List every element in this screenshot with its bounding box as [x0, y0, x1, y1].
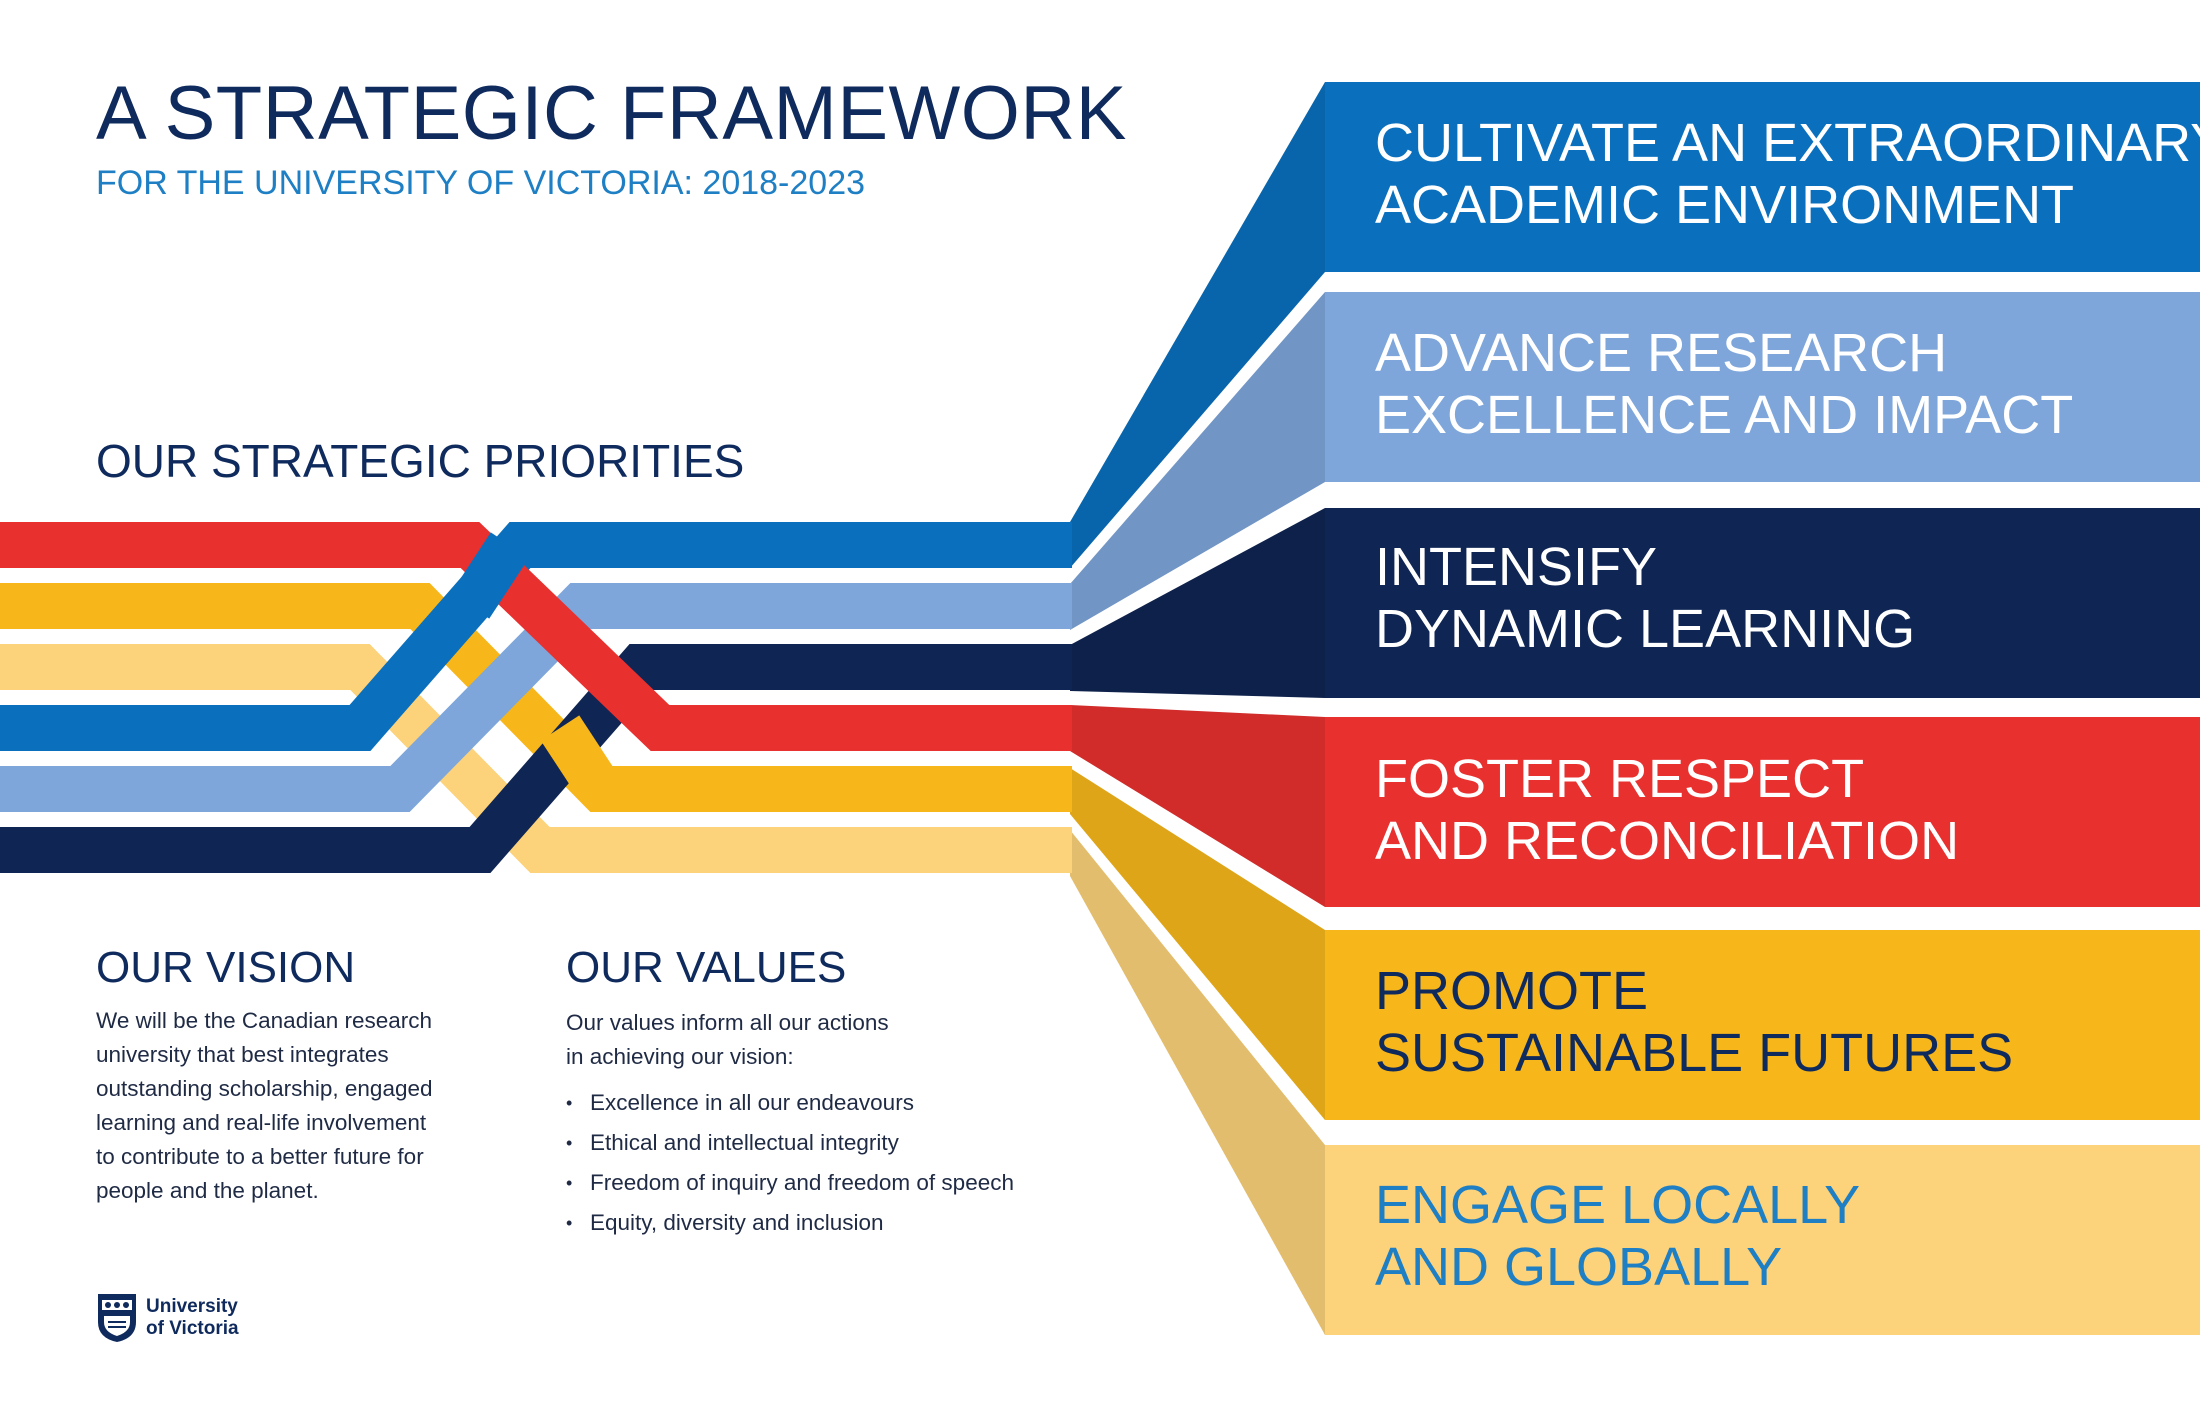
- value-item: Ethical and intellectual integrity: [566, 1123, 1014, 1163]
- vision-text: We will be the Canadian research univers…: [96, 1004, 433, 1208]
- wedge-connectors: [1070, 82, 1325, 1335]
- vision-line: people and the planet.: [96, 1178, 319, 1203]
- vision-line: We will be the Canadian research: [96, 1008, 433, 1033]
- value-item: Excellence in all our endeavours: [566, 1083, 1014, 1123]
- values-intro-line: in achieving our vision:: [566, 1044, 794, 1069]
- vision-heading: OUR VISION: [96, 943, 356, 992]
- values-list: Excellence in all our endeavours Ethical…: [566, 1083, 1014, 1243]
- vision-line: to contribute to a better future for: [96, 1144, 424, 1169]
- logo-line: University: [146, 1296, 238, 1317]
- priority-band-5: [1325, 930, 2200, 1120]
- logo-line: of Victoria: [146, 1318, 239, 1339]
- university-logo: University of Victoria: [96, 1292, 239, 1344]
- priority-line: DYNAMIC LEARNING: [1375, 599, 1916, 659]
- vision-line: university that best integrates: [96, 1042, 389, 1067]
- strand-research: [0, 583, 1072, 812]
- strand-overlap: [540, 715, 620, 802]
- priority-bands: [1325, 82, 2200, 1335]
- priority-line: EXCELLENCE AND IMPACT: [1375, 385, 2074, 445]
- values-intro-line: Our values inform all our actions: [566, 1010, 889, 1035]
- priority-band-4: [1325, 717, 2200, 907]
- page-title: A STRATEGIC FRAMEWORK: [96, 71, 1127, 156]
- priority-line: AND GLOBALLY: [1375, 1237, 1783, 1297]
- wedge-2: [1070, 292, 1325, 630]
- priority-line: SUSTAINABLE FUTURES: [1375, 1023, 2014, 1083]
- vision-line: learning and real-life involvement: [96, 1110, 427, 1135]
- crest-icon: [98, 1294, 136, 1342]
- values-heading: OUR VALUES: [566, 943, 847, 992]
- vision-line: outstanding scholarship, engaged: [96, 1076, 433, 1101]
- priority-line: ADVANCE RESEARCH: [1375, 323, 1948, 383]
- priority-line: AND RECONCILIATION: [1375, 811, 1960, 871]
- priority-line: ACADEMIC ENVIRONMENT: [1375, 175, 2075, 235]
- priority-line: ENGAGE LOCALLY: [1375, 1175, 1861, 1235]
- wedge-6: [1070, 830, 1325, 1335]
- priority-band-6: [1325, 1145, 2200, 1335]
- priority-band-2: [1325, 292, 2200, 482]
- value-item: Equity, diversity and inclusion: [566, 1203, 1014, 1243]
- priorities-heading: OUR STRATEGIC PRIORITIES: [96, 435, 745, 487]
- priority-band-3: [1325, 508, 2200, 698]
- priority-line: PROMOTE: [1375, 961, 1649, 1021]
- strand-overlap: [450, 532, 530, 619]
- values-intro: Our values inform all our actions in ach…: [566, 1006, 889, 1074]
- wedge-4: [1070, 705, 1325, 907]
- value-item: Freedom of inquiry and freedom of speech: [566, 1163, 1014, 1203]
- page-subtitle: FOR THE UNIVERSITY OF VICTORIA: 2018-202…: [96, 164, 866, 202]
- strand-foster: [0, 522, 1072, 751]
- woven-strands: [0, 522, 1072, 873]
- wedge-5: [1070, 768, 1325, 1120]
- priority-line: INTENSIFY: [1375, 537, 1658, 597]
- wedge-1: [1070, 82, 1325, 568]
- wedge-3: [1070, 508, 1325, 698]
- priority-band-1: [1325, 82, 2200, 272]
- priority-line: CULTIVATE AN EXTRAORDINARY: [1375, 113, 2200, 173]
- strand-cultivate: [0, 522, 1072, 751]
- priority-line: FOSTER RESPECT: [1375, 749, 1865, 809]
